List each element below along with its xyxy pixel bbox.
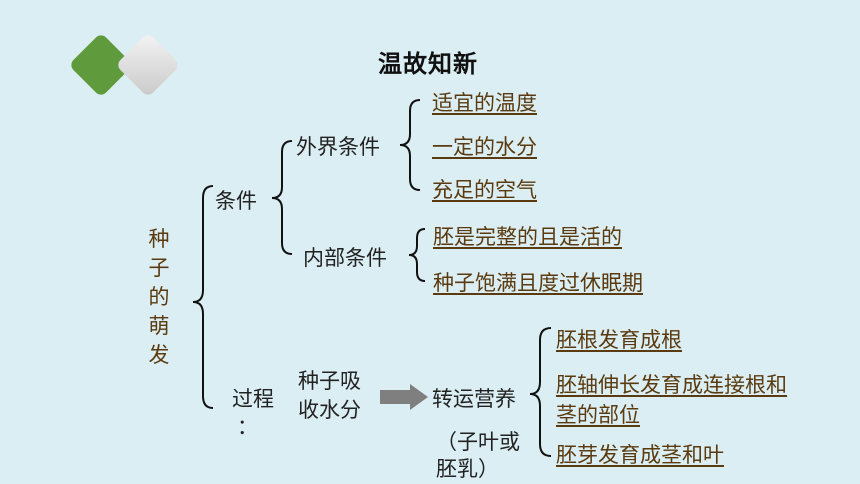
root-char: 种 — [148, 227, 170, 251]
process-step-transport-nutrients: 转运营养 — [432, 387, 516, 411]
result-hypocotyl-cont: 茎的部位 — [556, 403, 640, 427]
internal-item-embryo: 胚是完整的且是活的 — [433, 225, 622, 249]
external-brace — [399, 99, 421, 191]
process-label: 过程 — [232, 387, 274, 411]
note-line: 胚乳） — [436, 457, 499, 481]
root-brace — [192, 185, 214, 409]
step1-line: 收水分 — [298, 398, 361, 422]
green-diamond-icon — [71, 35, 131, 95]
process-colon: ： — [237, 415, 258, 439]
external-item-temperature: 适宜的温度 — [432, 91, 537, 115]
external-item-water: 一定的水分 — [432, 135, 537, 159]
external-item-air: 充足的空气 — [432, 178, 537, 202]
result-hypocotyl: 胚轴伸长发育成连接根和 — [556, 373, 787, 397]
process-arrow — [380, 384, 428, 410]
conditions-label: 条件 — [215, 189, 257, 213]
external-conditions-label: 外界条件 — [296, 135, 380, 159]
internal-brace — [408, 228, 426, 282]
note-line: （子叶或 — [436, 430, 520, 454]
result-radicle: 胚根发育成根 — [556, 328, 682, 352]
result-plumule: 胚芽发育成茎和叶 — [556, 443, 724, 467]
process-note: （子叶或 胚乳） — [436, 429, 520, 483]
root-char: 萌 — [148, 314, 170, 338]
root-char: 发 — [148, 343, 170, 367]
grey-diamond-icon — [118, 35, 178, 95]
root-label: 种 子 的 萌 发 — [146, 225, 172, 370]
step1-line: 种子吸 — [298, 369, 361, 393]
internal-conditions-label: 内部条件 — [303, 246, 387, 270]
conditions-brace — [271, 140, 293, 255]
process-step-absorb-water: 种子吸 收水分 — [298, 367, 361, 425]
root-char: 的 — [148, 285, 170, 309]
internal-item-seed: 种子饱满且度过休眠期 — [433, 271, 643, 295]
page-title: 温故知新 — [378, 50, 478, 78]
results-brace — [529, 327, 552, 457]
root-char: 子 — [148, 256, 170, 280]
